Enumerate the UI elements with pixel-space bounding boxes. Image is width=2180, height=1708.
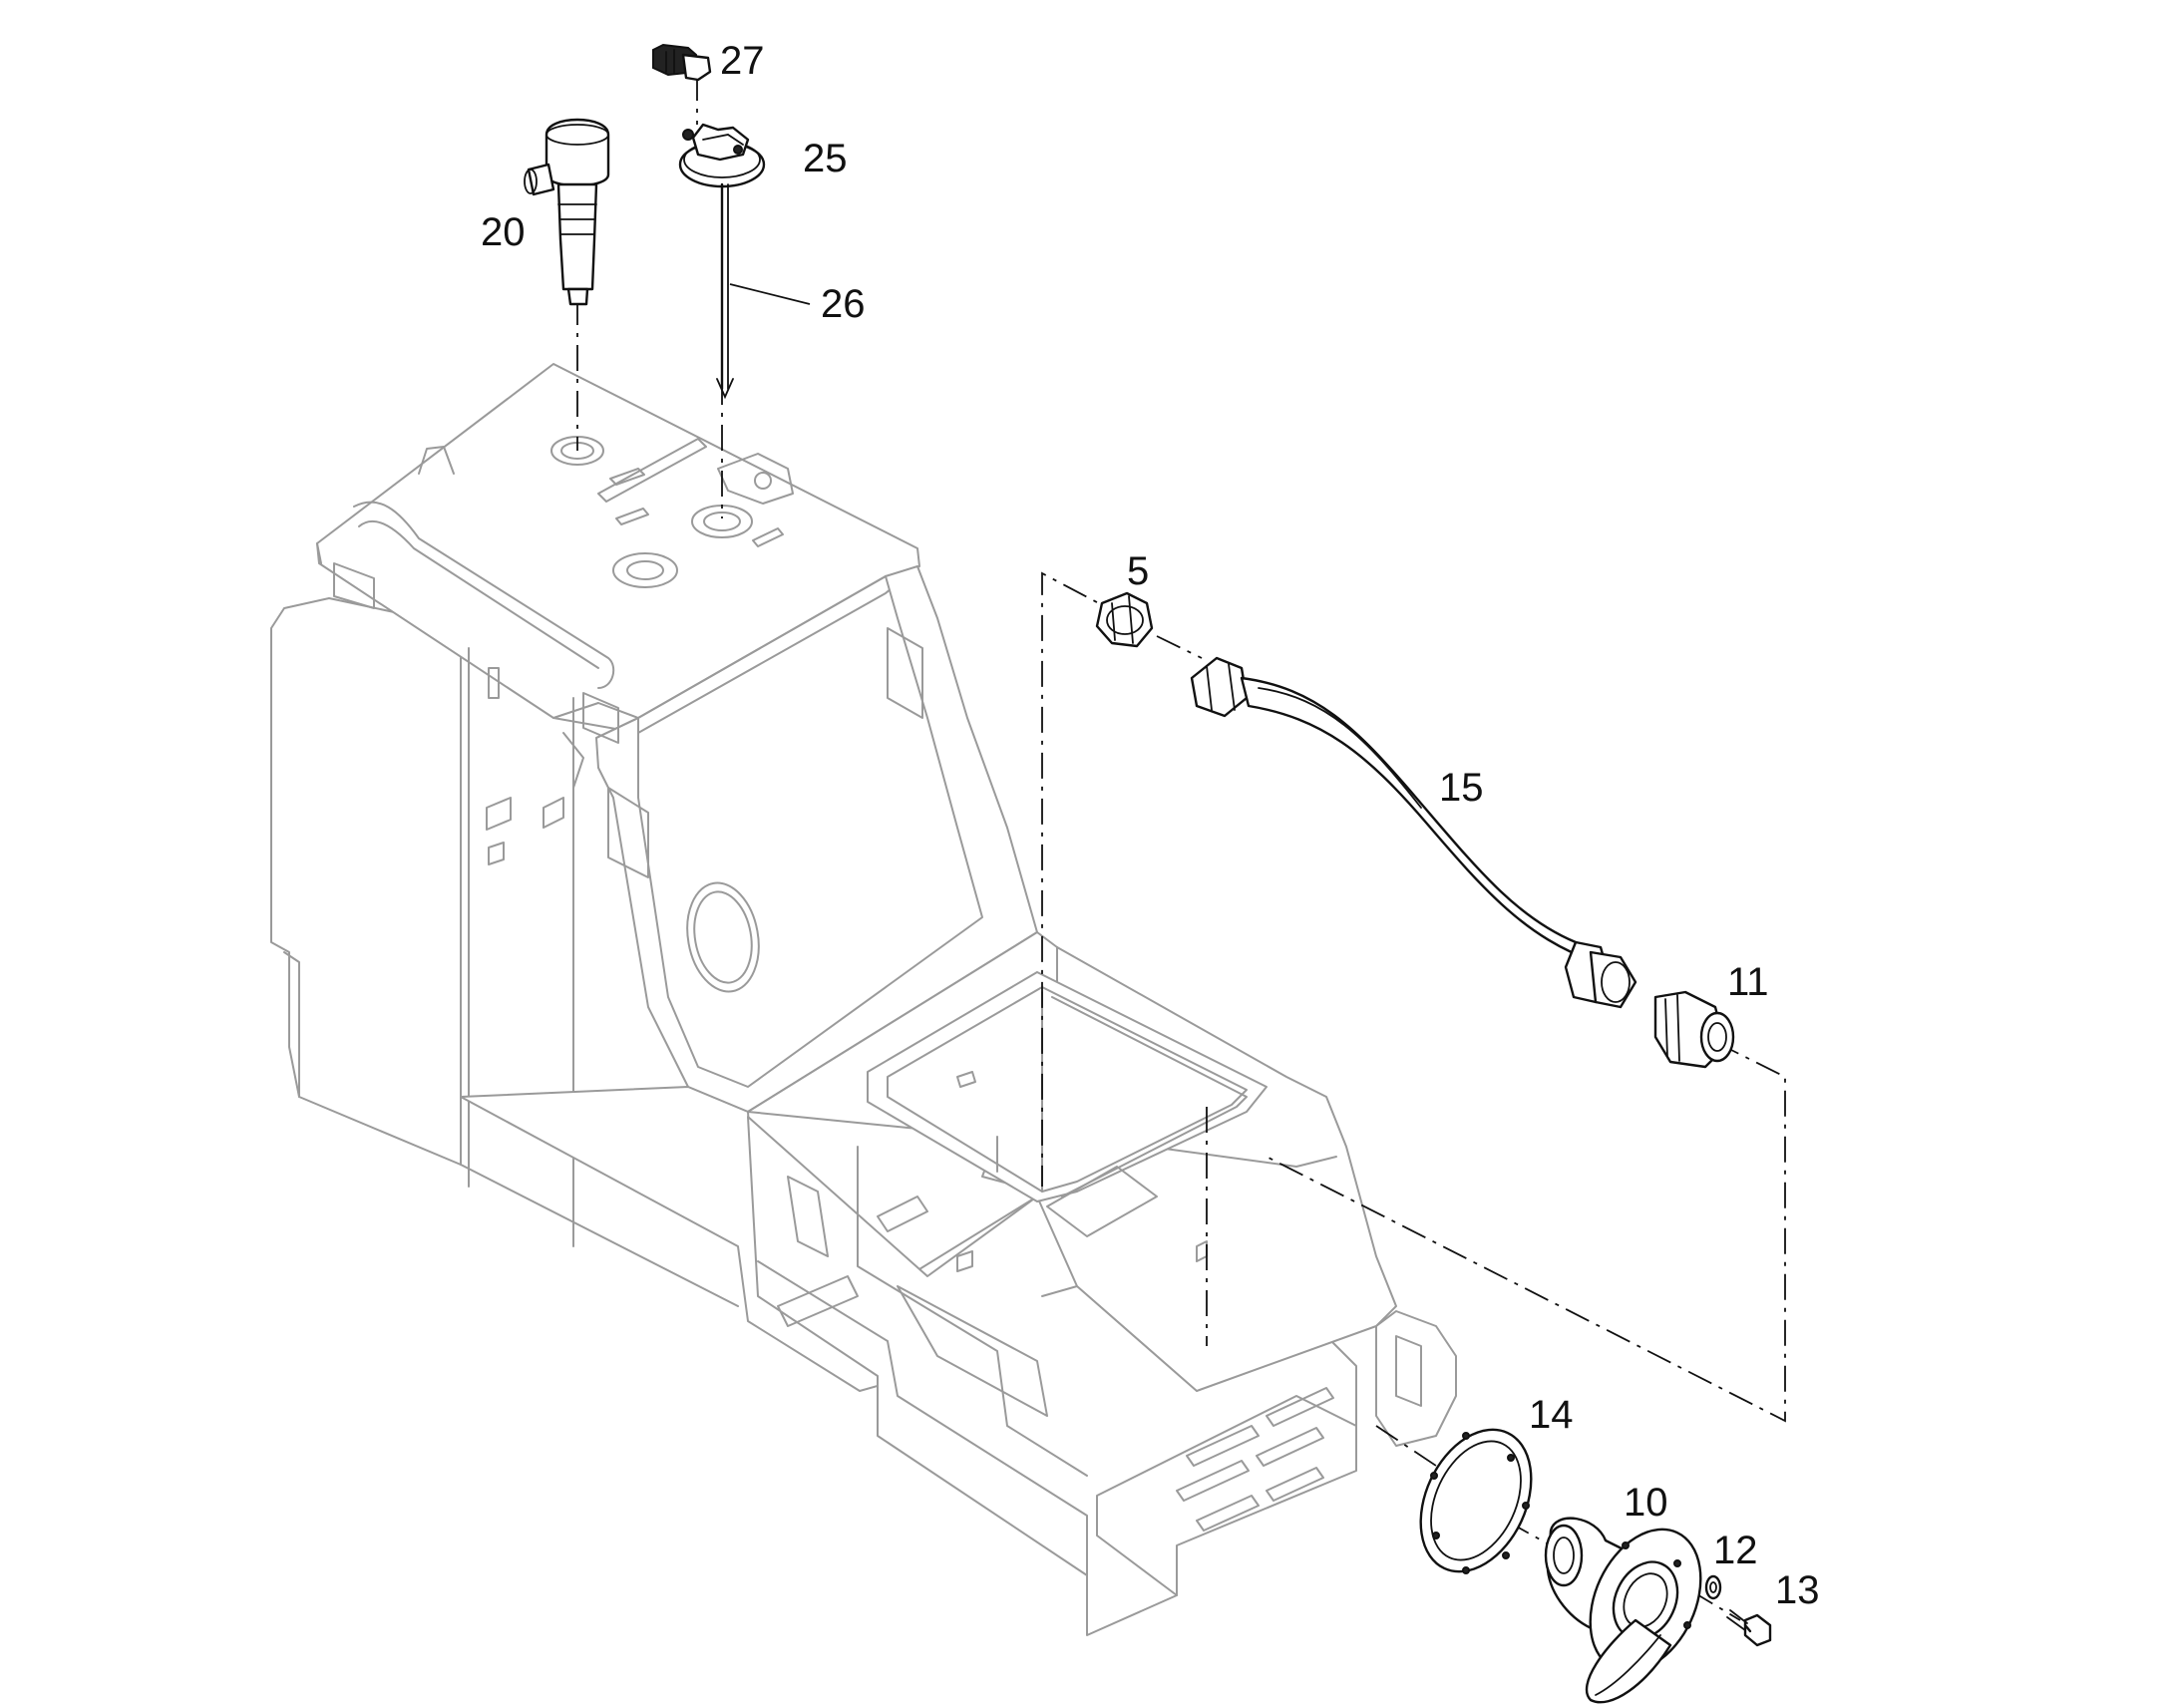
callout-10: 10 (1624, 1481, 1668, 1525)
part-15-hose (1190, 656, 1637, 1009)
part-11-adapter (1653, 990, 1735, 1069)
part-25-level-sender-flange (678, 123, 766, 188)
callout-14: 14 (1529, 1393, 1574, 1437)
leader-lines (729, 283, 811, 305)
part-12-washer (1704, 1574, 1722, 1600)
part-20-breather-filter (524, 118, 610, 306)
callout-27: 27 (720, 39, 765, 83)
tank-frame (270, 363, 1457, 1636)
callout-20: 20 (481, 210, 526, 254)
callout-11: 11 (1727, 960, 1769, 1004)
callout-12: 12 (1713, 1529, 1758, 1572)
callout-25: 25 (803, 137, 848, 180)
part-10-filler-neck (1544, 1517, 1702, 1704)
part-13-bolt (1726, 1609, 1772, 1647)
callout-13: 13 (1775, 1568, 1820, 1612)
part-14-gasket (1419, 1428, 1533, 1574)
part-5-fitting (1095, 591, 1154, 648)
part-27-clip (652, 43, 712, 82)
callout-15: 15 (1439, 766, 1484, 810)
callout-labels: 27 25 20 26 5 15 11 14 10 12 13 (481, 39, 1820, 1612)
assembly-center-lines (576, 75, 1786, 1621)
part-26-sender-tube (716, 182, 734, 400)
callout-26: 26 (821, 282, 866, 326)
callout-5: 5 (1127, 549, 1149, 593)
